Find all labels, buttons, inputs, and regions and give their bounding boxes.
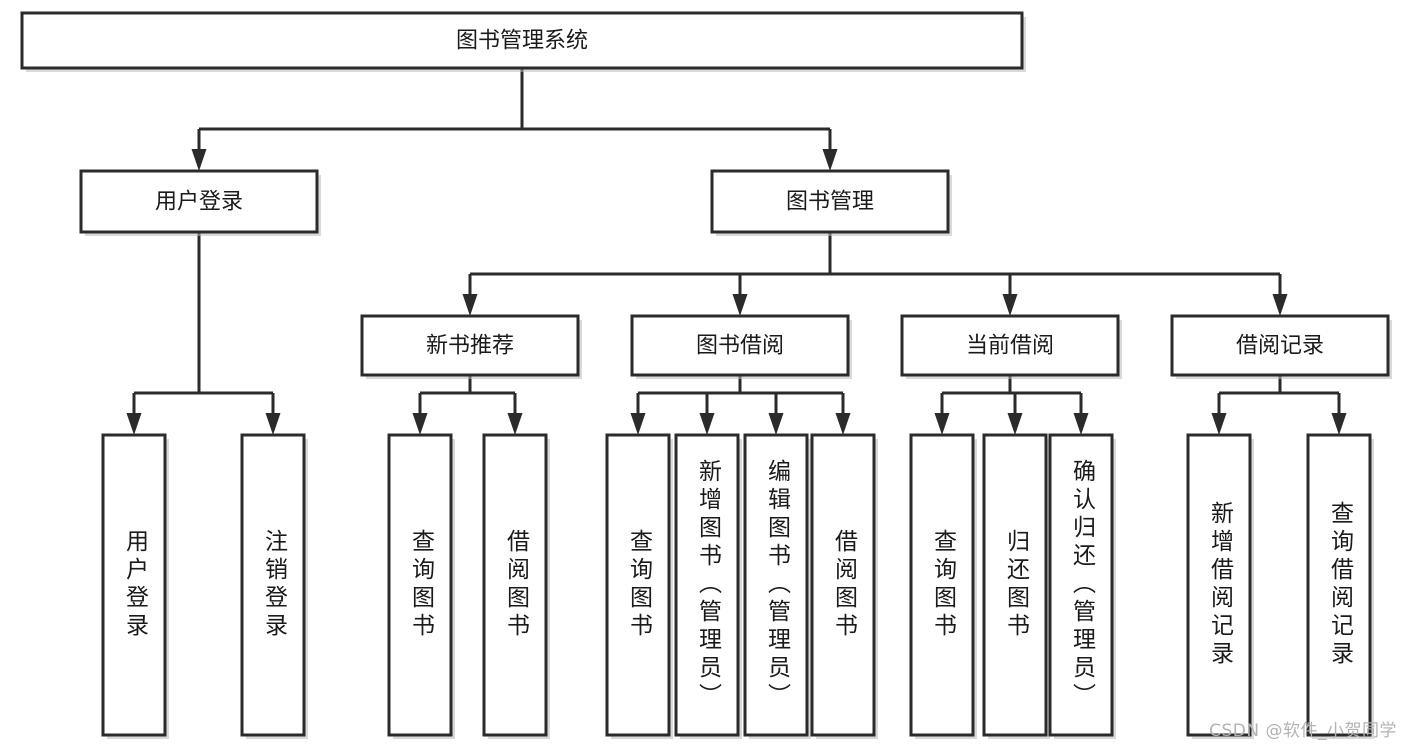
connector-arrow (1272, 294, 1288, 316)
connector-arrow (1331, 413, 1347, 435)
connector-arrow (412, 413, 428, 435)
node-box-leaf-edit-book[interactable] (743, 433, 809, 737)
node-box-leaf-user-login[interactable] (101, 433, 167, 737)
connector-arrow (732, 294, 748, 316)
connector-arrow (835, 413, 851, 435)
node-box-leaf-user-logout[interactable] (240, 433, 306, 737)
node-box-leaf-confirm-return[interactable] (1048, 433, 1114, 737)
node-box-root[interactable] (20, 11, 1024, 70)
connector-arrow (1211, 413, 1227, 435)
csdn-watermark: CSDN @软件_小贺同学 (1209, 721, 1397, 741)
connector-arrow (265, 413, 281, 435)
node-box-leaf-add-record[interactable] (1186, 433, 1252, 737)
node-label-book-manage: 图书管理 (786, 190, 874, 215)
connector-arrow (507, 413, 523, 435)
connector-arrow (1007, 413, 1023, 435)
connector-arrow (822, 149, 838, 171)
connector-arrow (191, 149, 207, 171)
connector-layer (126, 68, 1347, 435)
node-label-root: 图书管理系统 (456, 29, 588, 54)
node-box-layer (20, 11, 1392, 739)
node-label-user-login: 用户登录 (155, 190, 243, 215)
connector-arrow (630, 413, 646, 435)
node-box-borrow-record[interactable] (1170, 314, 1390, 377)
node-label-book-borrow: 图书借阅 (696, 334, 784, 359)
node-box-new-book-recommend[interactable] (360, 314, 580, 377)
node-box-current-borrow[interactable] (900, 314, 1120, 377)
connector-arrow (768, 413, 784, 435)
node-label-current-borrow: 当前借阅 (966, 334, 1054, 359)
node-label-borrow-record: 借阅记录 (1236, 334, 1324, 359)
node-label-new-book-recommend: 新书推荐 (426, 334, 514, 359)
node-box-book-borrow[interactable] (630, 314, 850, 377)
node-box-leaf-query-book-1[interactable] (387, 433, 453, 737)
connector-arrow (934, 413, 950, 435)
connector-arrow (1073, 413, 1089, 435)
connector-arrow (126, 413, 142, 435)
node-box-leaf-borrow-book-2[interactable] (810, 433, 876, 737)
node-box-user-login[interactable] (79, 169, 319, 234)
node-box-leaf-borrow-book-1[interactable] (482, 433, 548, 737)
connector-arrow (699, 413, 715, 435)
connector-arrow (462, 294, 478, 316)
node-box-leaf-query-book-2[interactable] (605, 433, 671, 737)
node-box-leaf-return-book[interactable] (982, 433, 1048, 737)
node-box-book-manage[interactable] (710, 169, 950, 234)
node-box-leaf-add-book[interactable] (674, 433, 740, 737)
node-box-leaf-query-book-3[interactable] (909, 433, 975, 737)
node-box-leaf-query-record[interactable] (1306, 433, 1372, 737)
connector-arrow (1002, 294, 1018, 316)
